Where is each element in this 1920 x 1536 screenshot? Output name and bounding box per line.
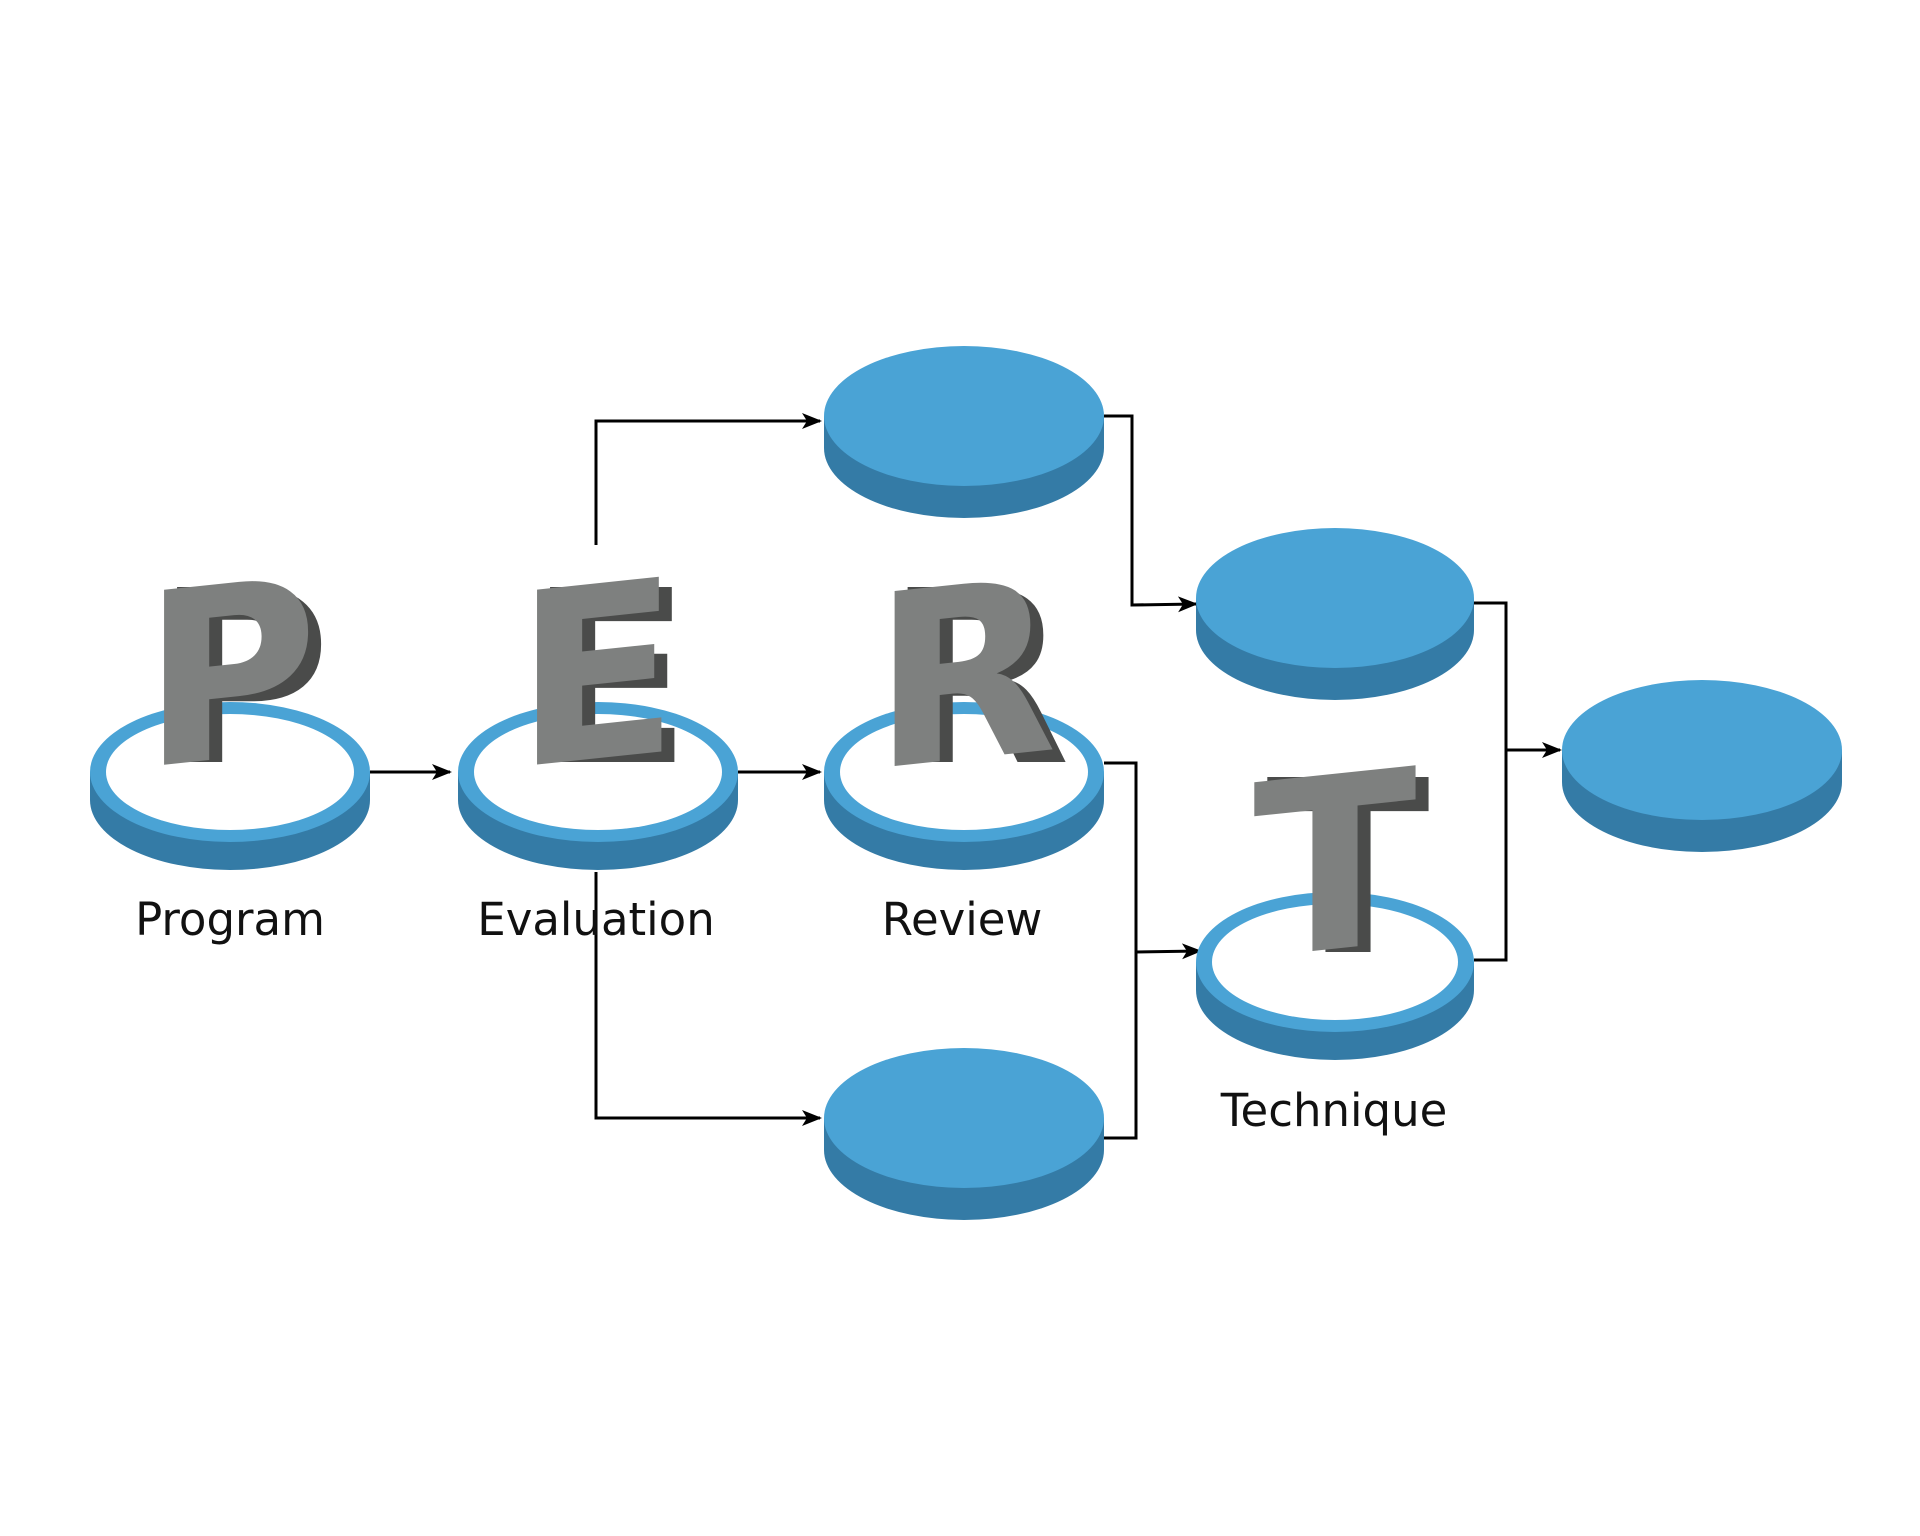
letter-e-glyph: E bbox=[528, 539, 692, 819]
connector-evaluation-to-bottom-branch bbox=[594, 872, 822, 1126]
connector-bottom-branch-to-technique bbox=[1104, 952, 1138, 1140]
letter-p: P P bbox=[142, 526, 331, 824]
letter-t: T T bbox=[1253, 718, 1430, 1014]
node-review bbox=[824, 702, 1104, 870]
node-upper-merge bbox=[1196, 528, 1474, 700]
node-program bbox=[90, 702, 370, 870]
label-evaluation: Evaluation bbox=[477, 893, 714, 946]
letter-r-face: R bbox=[873, 526, 1058, 825]
node-evaluation bbox=[458, 702, 738, 870]
connector-technique-to-final bbox=[1474, 750, 1508, 962]
connector-evaluation-to-top-branch bbox=[594, 413, 822, 545]
connector-review-to-technique bbox=[1104, 761, 1202, 960]
label-review: Review bbox=[882, 893, 1043, 946]
node-final bbox=[1562, 680, 1842, 852]
connector-top-branch-to-upper-merge bbox=[1104, 414, 1198, 613]
label-technique: Technique bbox=[1220, 1084, 1448, 1137]
node-bottom-branch bbox=[824, 1048, 1104, 1220]
letter-p-face: P bbox=[142, 526, 318, 824]
letter-t-face: T bbox=[1253, 718, 1417, 1014]
connectors bbox=[370, 413, 1562, 1140]
node-top-branch bbox=[824, 346, 1104, 518]
letter-r-glyph: R bbox=[886, 539, 1071, 819]
letter-p-glyph: P bbox=[155, 539, 331, 819]
letter-r: R R bbox=[873, 526, 1071, 825]
label-program: Program bbox=[135, 893, 325, 946]
node-technique bbox=[1196, 892, 1474, 1060]
connector-upper-merge-to-final bbox=[1474, 601, 1562, 758]
letter-t-glyph: T bbox=[1266, 729, 1430, 1009]
letter-e: E E bbox=[515, 527, 692, 823]
letter-e-face: E bbox=[515, 527, 679, 823]
